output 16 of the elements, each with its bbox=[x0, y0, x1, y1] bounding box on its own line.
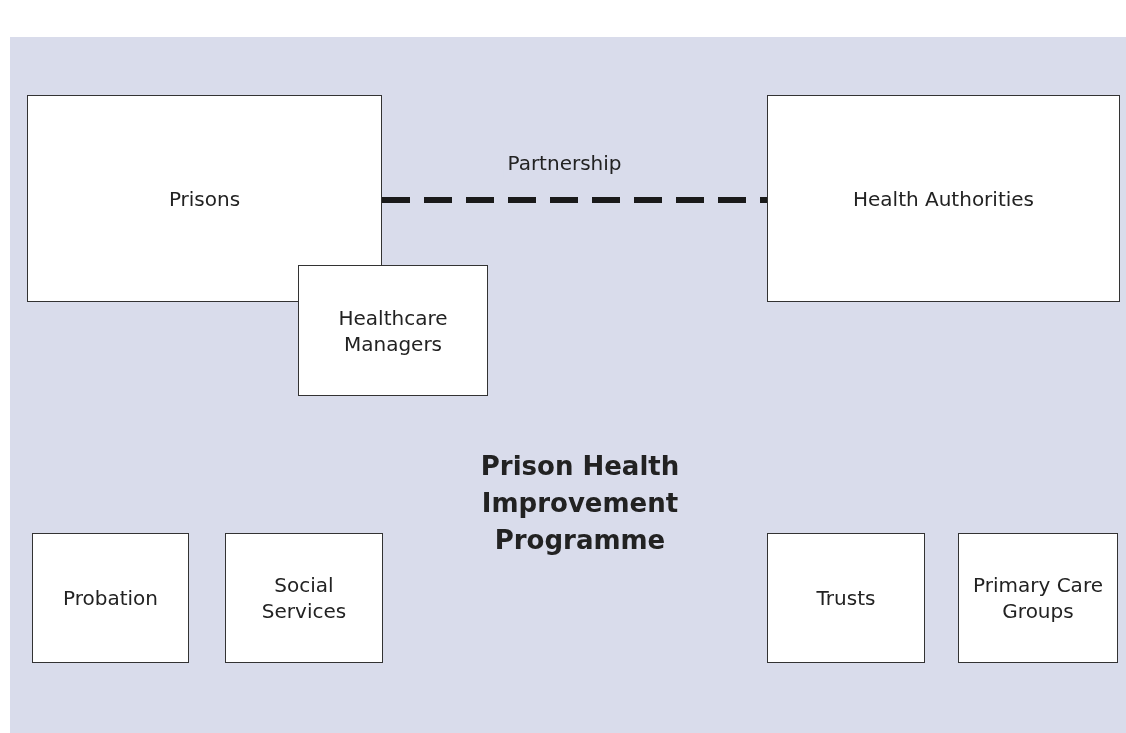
box-label: Health Authorities bbox=[852, 185, 1034, 212]
organisation-box bbox=[32, 533, 189, 663]
box-label: Probation bbox=[63, 585, 158, 611]
box-label: Social Services bbox=[260, 572, 348, 624]
organisation-box bbox=[27, 95, 382, 302]
box-label: Primary Care Groups bbox=[972, 572, 1104, 624]
organisation-box bbox=[298, 265, 488, 396]
dashed-connector bbox=[382, 197, 767, 203]
organisation-box bbox=[225, 533, 383, 663]
programme-title: Prison Health Improvement Programme bbox=[479, 450, 681, 557]
organisation-box bbox=[767, 95, 1120, 302]
box-label: Healthcare Managers bbox=[337, 304, 449, 357]
organisation-box bbox=[958, 533, 1118, 663]
organisation-box bbox=[767, 533, 925, 663]
box-label: Prisons bbox=[168, 185, 241, 212]
box-label: Trusts bbox=[816, 585, 876, 611]
